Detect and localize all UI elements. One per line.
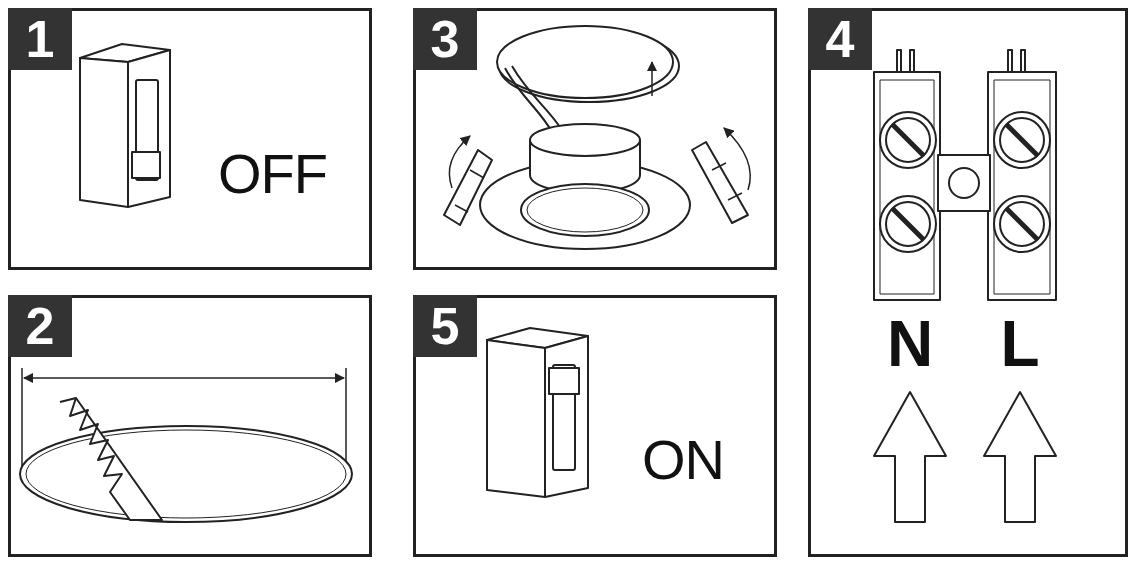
step-panel: 3: [413, 8, 777, 270]
step-number: 1: [8, 8, 72, 70]
switch-off: [80, 44, 170, 207]
terminal-label: N: [887, 312, 933, 376]
switch-on: [487, 328, 588, 497]
step-panel: 4N L: [808, 8, 1128, 557]
step-number: 5: [413, 295, 477, 357]
switch-state: OFF: [218, 146, 327, 202]
step-number: 2: [8, 295, 72, 357]
ceiling-cutout: [20, 368, 352, 522]
step-panel: 1OFF: [8, 8, 372, 270]
downlight: [444, 26, 750, 249]
step-panel: 5ON: [413, 295, 777, 557]
step-number: 3: [413, 8, 477, 70]
step-panel: 2: [8, 295, 372, 557]
terminal-block: [874, 50, 1056, 522]
step-number: 4: [808, 8, 872, 70]
terminal-label: L: [1000, 312, 1039, 376]
switch-state: ON: [642, 432, 724, 488]
